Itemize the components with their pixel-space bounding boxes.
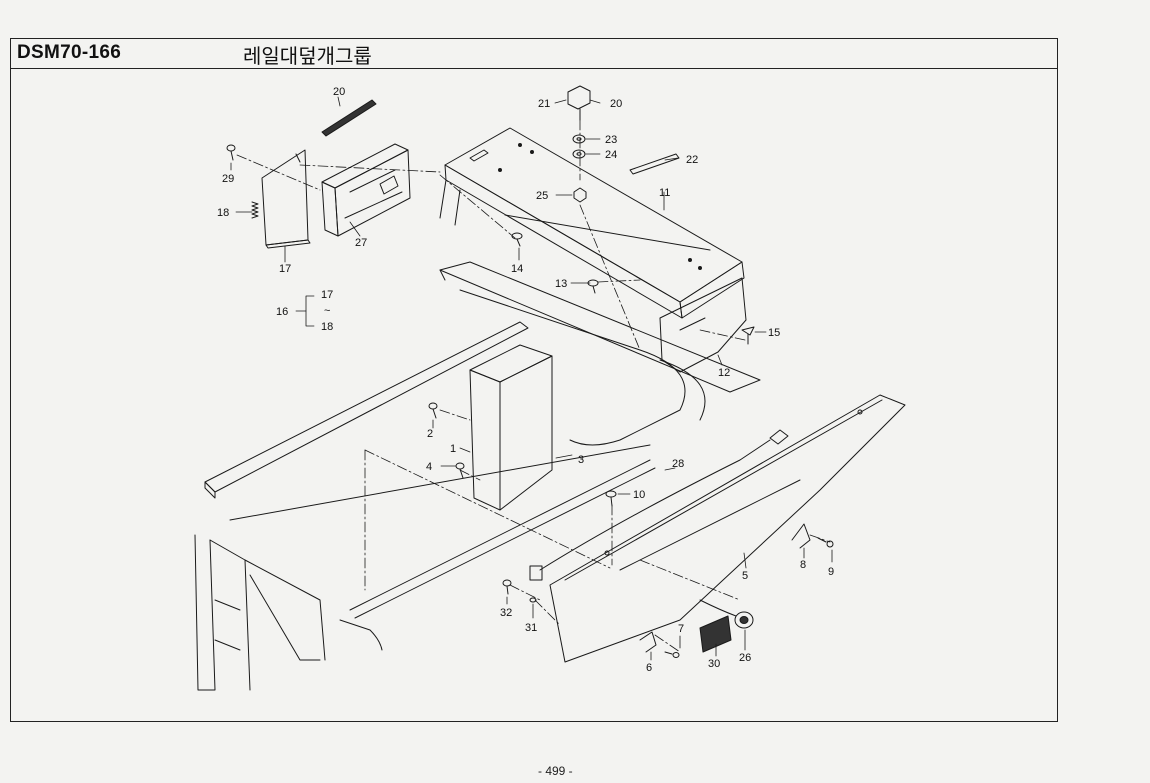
part-13-bolt [587,279,599,294]
part-17-cover-panel [261,149,311,249]
callout-11: 11 [659,187,670,199]
part-20-bolt [226,144,236,161]
part-7-screw [664,651,680,658]
part-10-bolt [605,490,617,507]
part-5-side-cover [549,394,906,663]
callout-tilde: ~ [324,305,330,317]
callout-1: 1 [450,443,456,455]
callout-29: 28 [672,458,684,470]
callout-10: 10 [633,489,645,501]
callout-19: 27 [355,237,367,249]
callout-17a: 17 [279,263,291,275]
part-29-wire [539,429,789,571]
callout-5: 5 [742,570,748,582]
part-2-bolt [428,402,438,419]
part-26-washer [572,149,586,159]
lower-frame-structure [194,534,383,691]
part-24-pin [629,153,680,175]
page-number: - 499 - [538,764,573,778]
callout-25: 23 [605,134,617,146]
part-30-strip [699,615,732,653]
callout-6: 6 [646,662,652,674]
callout-2: 2 [427,428,433,440]
callout-21: 20 [333,86,345,98]
diagram-code: DSM70-166 [17,42,122,63]
part-22-knob [567,85,591,121]
callout-15: 15 [768,327,780,339]
rail-frame [204,261,761,619]
part-28-grommet [699,599,754,629]
callout-8: 8 [800,559,806,571]
callout-13: 13 [555,278,567,290]
callout-3: 3 [578,454,584,466]
part-4-bolt [455,462,465,479]
callout-31: 31 [525,622,537,634]
callout-18a: 18 [217,207,229,219]
callout-28: 26 [739,652,751,664]
callout-14: 14 [511,263,523,275]
part-8-clip [791,523,811,549]
part-11-main-cover [439,127,745,319]
callout-20: 29 [222,173,234,185]
part-25-washer [572,134,586,144]
callout-18b: 18 [321,321,333,333]
part-12-side-panel [659,277,747,373]
part-21-strip [321,99,377,137]
part-6-clip [639,631,657,653]
callout-12: 12 [718,367,730,379]
assembly-lines [236,119,831,653]
diagram-title: 레일대덮개그룹 [243,46,372,68]
diagram-header: DSM70-166 레일대덮개그룹 [11,39,1057,69]
part-14-bolt [511,232,523,247]
callout-24: 22 [686,154,698,166]
callout-labels: 20 21 20 23 24 22 25 11 29 18 27 14 17 1… [217,86,834,674]
callout-23: 21 [538,98,550,110]
part-18-spring [251,201,259,219]
parts-diagram-frame: DSM70-166 레일대덮개그룹 [10,38,1058,722]
callout-32: 32 [500,607,512,619]
callout-26: 24 [605,149,617,161]
part-31-washer [529,597,537,603]
callout-4: 4 [426,461,432,473]
callout-27: 25 [536,190,548,202]
part-9-screw [817,537,834,548]
connector-plug [529,565,543,581]
leader-lines [230,96,833,661]
callout-7: 7 [678,623,684,635]
part-15-fastener [741,326,755,345]
part-27-nut [573,187,587,203]
callout-16: 16 [276,306,288,318]
callout-9: 9 [828,566,834,578]
part-32-bolt [502,579,512,595]
callout-22: 20 [610,98,622,110]
callout-30: 30 [708,658,720,670]
callout-17b: 17 [321,289,333,301]
part-19-bracket [321,143,411,237]
